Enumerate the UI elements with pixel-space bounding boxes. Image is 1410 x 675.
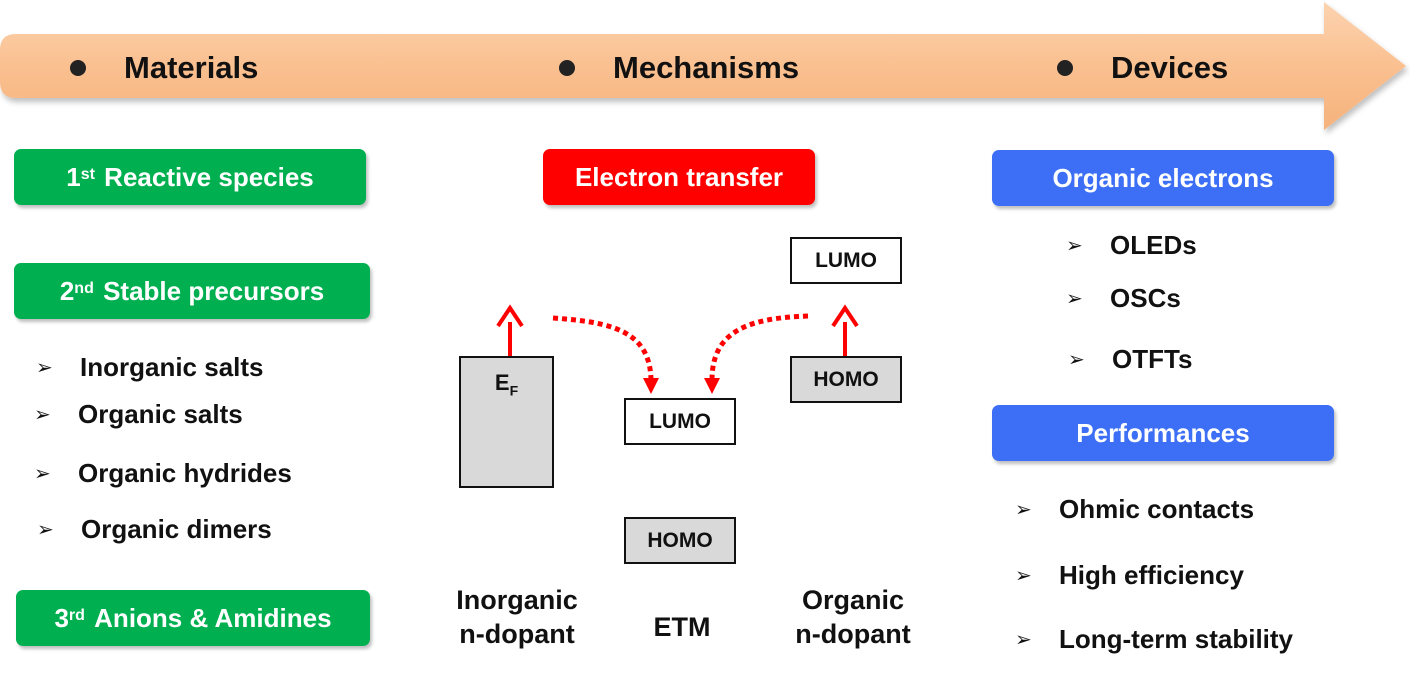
chevron-right-icon: ➢ [34,404,51,426]
tag-number: 3 [54,602,69,633]
list-item-label: OTFTs [1112,344,1193,374]
chevron-right-icon: ➢ [1066,288,1083,310]
header-mechanisms-label: Mechanisms [613,50,800,85]
homo-up-arrowhead-icon [831,304,859,328]
list-item-label: Organic salts [78,399,243,429]
tag-label: Reactive species [104,161,314,192]
list-item: ➢ Ohmic contacts [1015,494,1254,525]
chevron-right-icon: ➢ [36,357,53,379]
chevron-right-icon: ➢ [37,519,54,541]
chevron-right-icon: ➢ [1015,565,1032,587]
timeline-arrow [0,2,1406,130]
list-item-label: OSCs [1110,283,1181,313]
fermi-subscript: F [509,382,519,399]
left-dotted-arrowhead-icon [643,378,659,394]
tag-number: 2 [59,275,75,306]
bullet-icon [1057,60,1073,76]
etm-caption: ETM [653,612,711,642]
organic-homo-box: HOMO [790,356,902,403]
list-item-label: Inorganic salts [80,352,264,382]
inorganic-dopant-caption: Inorganic n-dopant [456,585,578,649]
organic-lumo-box: LUMO [790,237,902,284]
chevron-right-icon: ➢ [34,463,51,485]
chevron-right-icon: ➢ [1015,629,1032,651]
list-item: ➢ Organic hydrides [34,458,292,489]
list-item: ➢ Organic dimers [37,514,272,545]
fermi-level-box: EF [459,356,554,488]
etm-homo-box: HOMO [624,517,736,564]
header-materials: Materials [70,48,258,88]
left-dotted-arrow [552,315,654,381]
header-mechanisms: Mechanisms [559,48,799,88]
performances-tag: Performances [992,405,1334,461]
organic-dopant-caption: Organic n-dopant [795,585,911,649]
chevron-right-icon: ➢ [1068,349,1085,371]
list-item-label: Organic dimers [81,514,272,544]
tag-label: Stable precursors [103,275,325,306]
list-item-label: Long-term stability [1059,624,1294,654]
list-item-label: Organic hydrides [78,458,292,488]
list-item: ➢ Long-term stability [1015,624,1293,655]
list-item: ➢ Organic salts [34,399,243,430]
tag-ordinal: rd [68,607,85,624]
bullet-icon [70,60,86,76]
list-item: ➢ OSCs [1066,283,1181,314]
electron-transfer-tag: Electron transfer [543,149,815,205]
tag-ordinal: st [80,166,95,183]
list-item: ➢ OTFTs [1068,344,1192,375]
list-item-label: High efficiency [1059,560,1244,590]
header-devices-label: Devices [1111,50,1229,85]
tag-label: Anions & Amidines [94,602,332,633]
header-devices: Devices [1057,48,1228,88]
right-dotted-arrowhead-icon [704,378,720,394]
chevron-right-icon: ➢ [1066,235,1083,257]
fermi-label: EF [495,370,518,398]
list-item-label: OLEDs [1110,230,1197,260]
organic-electrons-tag: Organic electrons [992,150,1334,206]
etm-lumo-box: LUMO [624,398,736,445]
list-item: ➢ OLEDs [1066,230,1197,261]
bullet-icon [559,60,575,76]
fermi-up-arrowhead-icon [496,304,524,328]
tag-number: 1 [66,161,81,192]
list-item: ➢ High efficiency [1015,560,1244,591]
chevron-right-icon: ➢ [1015,499,1032,521]
list-item-label: Ohmic contacts [1059,494,1255,524]
list-item: ➢ Inorganic salts [36,352,264,383]
fermi-symbol: E [494,370,510,395]
tag-ordinal: nd [74,280,94,297]
header-materials-label: Materials [124,50,259,85]
right-dotted-arrow [709,313,809,381]
